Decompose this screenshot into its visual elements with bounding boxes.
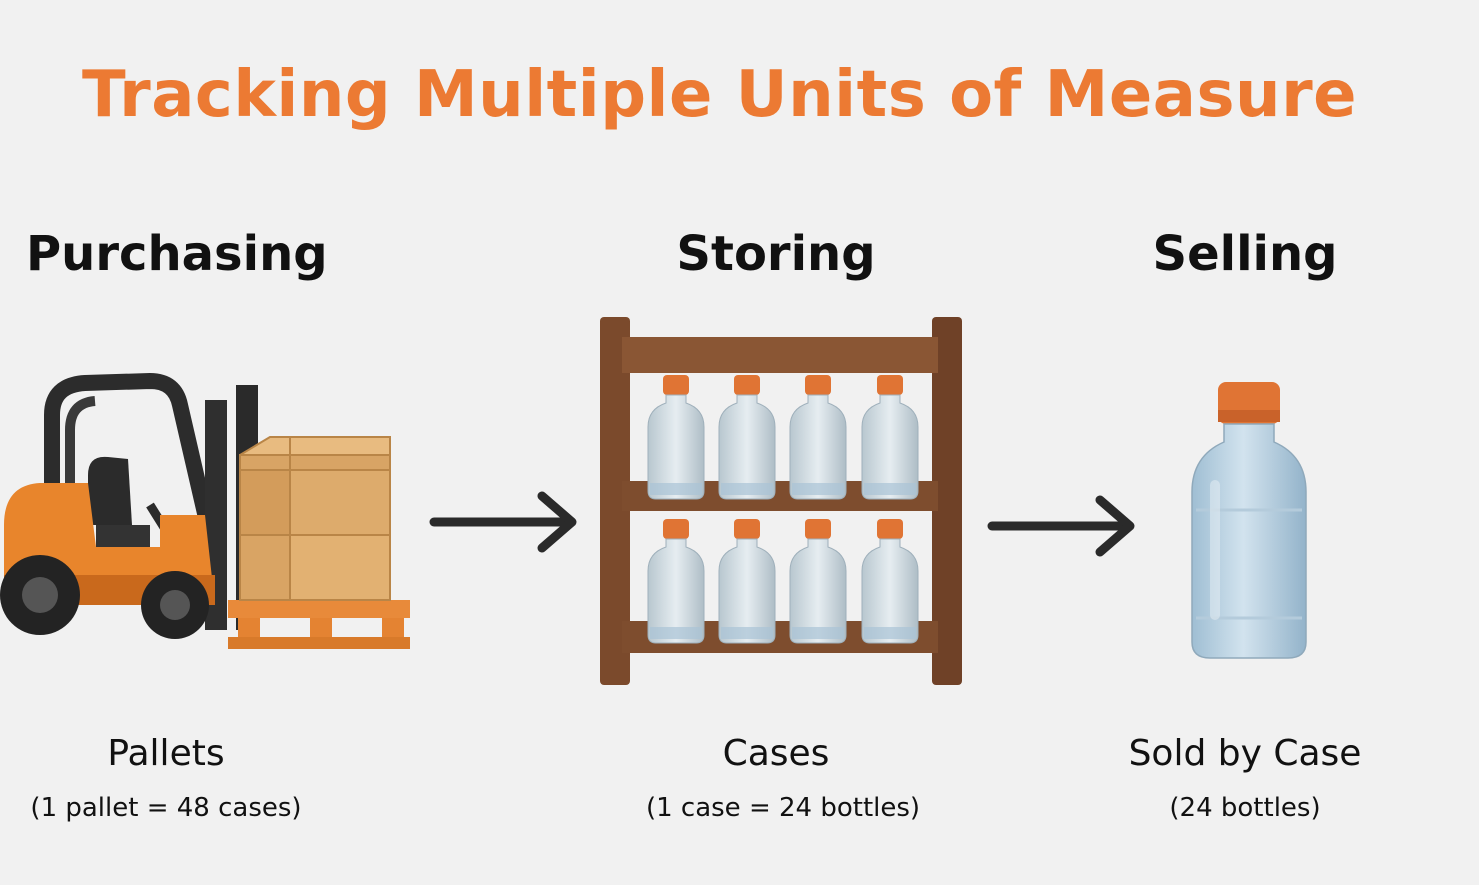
unit-conversion-selling: (24 bottles) — [1169, 793, 1321, 823]
unit-conversion-storing: (1 case = 24 bottles) — [645, 793, 921, 823]
stage-heading-selling: Selling — [1152, 226, 1338, 282]
unit-label-purchasing: Pallets — [107, 733, 225, 774]
unit-label-selling: Sold by Case — [1128, 733, 1362, 774]
stage-heading-storing: Storing — [676, 226, 876, 282]
bottle-icon — [1191, 382, 1307, 659]
arrow-right-icon — [429, 491, 577, 553]
stage-heading-purchasing: Purchasing — [26, 226, 328, 282]
arrow-right-icon — [987, 495, 1135, 557]
unit-conversion-purchasing: (1 pallet = 48 cases) — [30, 793, 302, 823]
unit-label-storing: Cases — [722, 733, 830, 774]
page-title: Tracking Multiple Units of Measure — [82, 58, 1358, 132]
forklift-icon — [0, 373, 410, 649]
shelf-bottles-icon — [600, 317, 962, 685]
